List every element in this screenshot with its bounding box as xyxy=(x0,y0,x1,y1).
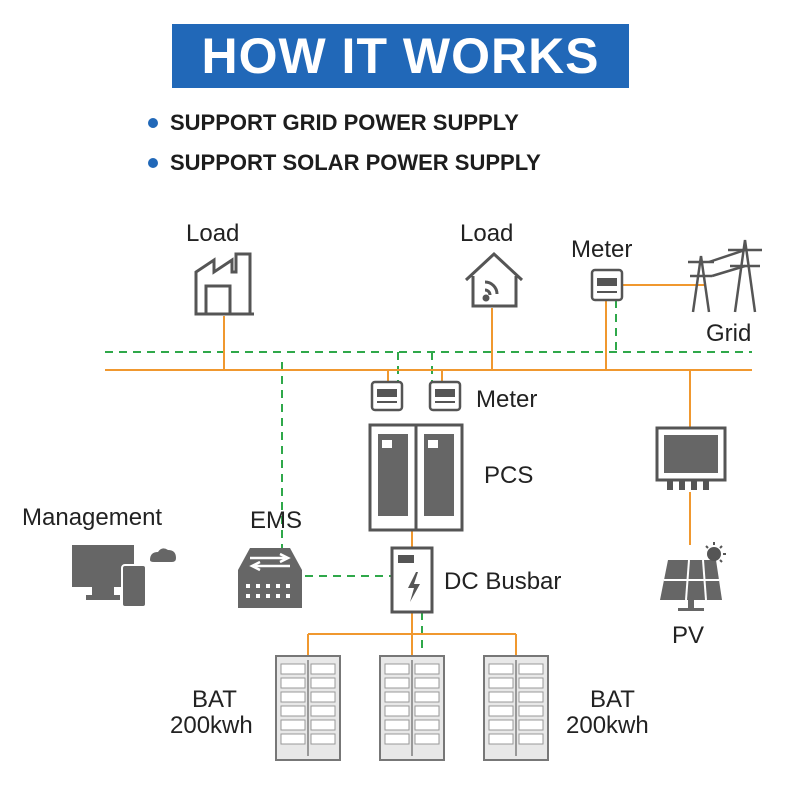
label-ems: EMS xyxy=(250,507,303,534)
grid-tower-icon xyxy=(688,239,762,313)
solar-panel-icon xyxy=(660,559,722,611)
meter-icon xyxy=(428,380,462,412)
label-bat-right: BAT xyxy=(590,686,635,713)
label-pcs: PCS xyxy=(484,462,534,489)
battery-rack-icon xyxy=(379,655,445,761)
label-bat-left: BAT xyxy=(192,686,237,713)
inverter-icon xyxy=(655,426,727,490)
label-grid: Grid xyxy=(706,320,752,347)
label-pv: PV xyxy=(672,622,705,649)
house-icon xyxy=(464,251,524,308)
label-dc-busbar: DC Busbar xyxy=(444,568,562,595)
label-management: Management xyxy=(22,504,163,531)
page-title: HOW IT WORKS xyxy=(201,28,600,84)
label-meter-top: Meter xyxy=(571,236,633,263)
battery-rack-icon xyxy=(275,655,341,761)
bullet-grid-supply: SUPPORT GRID POWER SUPPLY xyxy=(148,110,519,136)
label-meter-mid: Meter xyxy=(476,386,538,413)
battery-rack-icon xyxy=(483,655,549,761)
power-lines xyxy=(105,284,752,656)
label-load-home: Load xyxy=(460,220,514,247)
bullet-dot xyxy=(148,118,158,128)
meter-icon xyxy=(590,268,624,302)
bullet-text: SUPPORT SOLAR POWER SUPPLY xyxy=(170,150,541,175)
label-bat-right-capacity: 200kwh xyxy=(566,712,649,739)
data-lines xyxy=(105,300,752,652)
management-icon xyxy=(72,545,176,608)
factory-icon xyxy=(194,252,254,316)
ems-icon xyxy=(238,548,302,608)
meter-icon xyxy=(370,380,404,412)
dc-busbar-icon xyxy=(390,546,434,614)
sun-icon xyxy=(705,542,726,563)
label-load-factory: Load xyxy=(186,220,240,247)
bullet-dot xyxy=(148,158,158,168)
title-banner: HOW IT WORKS xyxy=(172,24,629,88)
label-bat-left-capacity: 200kwh xyxy=(170,712,253,739)
bullet-solar-supply: SUPPORT SOLAR POWER SUPPLY xyxy=(148,150,541,176)
pcs-cabinet-icon xyxy=(368,423,464,532)
bullet-text: SUPPORT GRID POWER SUPPLY xyxy=(170,110,519,135)
